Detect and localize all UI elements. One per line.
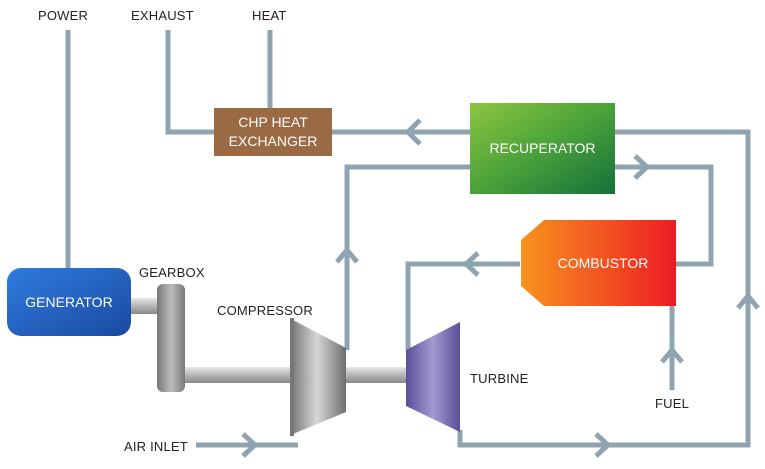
arrow-right-bottom (594, 432, 612, 458)
combustor-box (521, 220, 676, 306)
combustor-label: COMBUSTOR (557, 254, 649, 271)
compressor-edge (290, 318, 294, 436)
chp-label-line1: CHP HEAT (238, 114, 308, 130)
turbine-exhaust-line (457, 129, 751, 448)
arrow-left-top (404, 118, 422, 146)
arrow-right-air (241, 432, 259, 458)
chp-heat-exchanger-label: CHP HEAT EXCHANGER (214, 108, 332, 156)
compressor-label: COMPRESSOR (217, 303, 313, 318)
arrow-up-right (736, 292, 760, 310)
combustor-to-turbine-line (405, 261, 520, 350)
recuperator-box (470, 103, 615, 194)
power-label: POWER (38, 8, 89, 23)
recuperator-to-combustor-line (615, 164, 714, 267)
gearbox-shaft (184, 367, 296, 383)
gearbox-body (157, 284, 185, 392)
turbine-shaft (346, 367, 408, 383)
turbine-body (406, 322, 460, 432)
turbine-label: TURBINE (470, 371, 529, 386)
chp-box (214, 108, 332, 156)
recuperator-label: RECUPERATOR (489, 140, 596, 156)
gearbox-label: GEARBOX (139, 265, 205, 280)
generator-box (7, 268, 131, 336)
compressor-body (293, 320, 346, 434)
exhaust-line (165, 30, 215, 135)
arrow-right-recuperator (633, 154, 651, 180)
compressor-to-recuperator-line (344, 164, 470, 350)
arrow-up-compressor (335, 246, 359, 264)
arrow-left-combustor (462, 251, 480, 277)
exhaust-label: EXHAUST (131, 8, 194, 23)
pipes (65, 30, 751, 448)
generator-shaft (128, 298, 160, 314)
flow-arrows (241, 118, 760, 458)
generator-label: GENERATOR (25, 293, 113, 310)
chp-label-line2: EXCHANGER (228, 133, 318, 149)
arrow-up-fuel (660, 346, 684, 364)
air-inlet-label: AIR INLET (124, 439, 188, 454)
fuel-label: FUEL (655, 396, 690, 411)
heat-label: HEAT (252, 8, 287, 23)
